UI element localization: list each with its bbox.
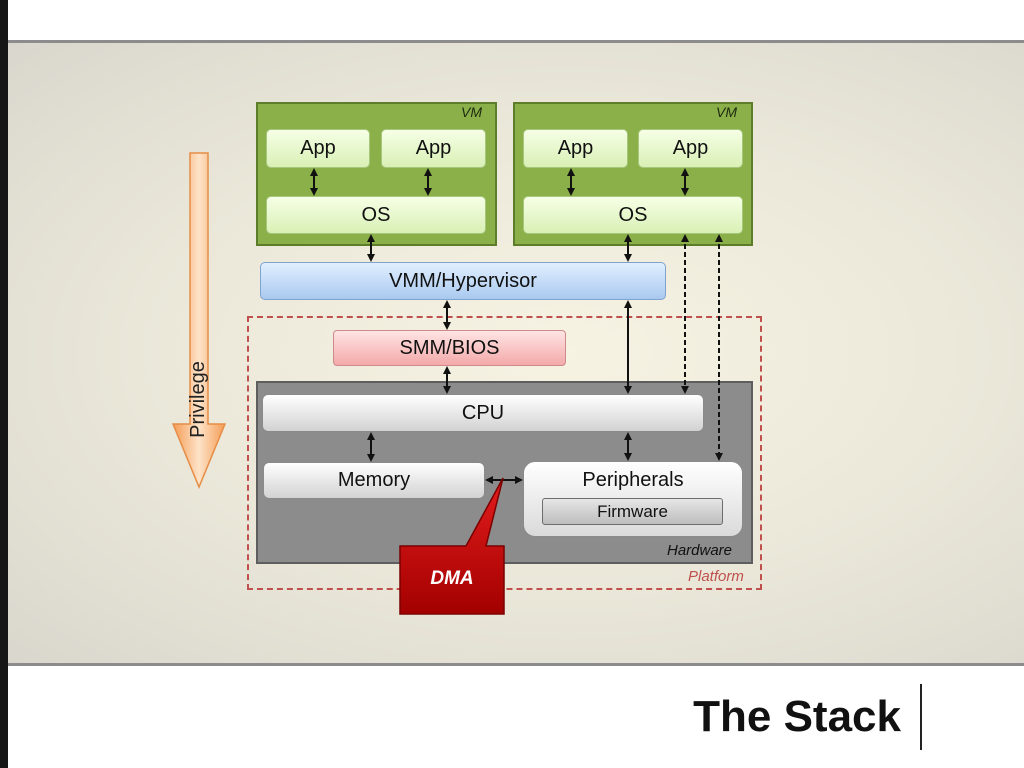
vm-left-app-1: App — [266, 129, 370, 168]
vm-right-label: VM — [716, 104, 737, 120]
memory-box: Memory — [263, 462, 485, 499]
vm-right-os: OS — [523, 196, 743, 234]
dma-callout — [399, 477, 505, 615]
dma-label: DMA — [430, 568, 474, 589]
peripherals-label: Peripherals — [582, 469, 684, 491]
title-divider — [920, 684, 922, 750]
vm-left-os: OS — [266, 196, 486, 234]
vm-left-label: VM — [461, 104, 482, 120]
vm-right-app-1: App — [523, 129, 628, 168]
top-band — [8, 0, 1024, 40]
hardware-label: Hardware — [667, 542, 733, 559]
slide-title: The Stack — [693, 692, 901, 741]
left-edge-strip — [0, 0, 8, 768]
bottom-band — [8, 666, 1024, 768]
firmware-box: Firmware — [542, 498, 723, 525]
platform-label: Platform — [688, 568, 744, 585]
vm-right-app-2: App — [638, 129, 743, 168]
vmm-hypervisor-box: VMM/Hypervisor — [260, 262, 666, 300]
privilege-arrow — [171, 152, 227, 489]
smm-bios-box: SMM/BIOS — [333, 330, 566, 366]
vm-left-app-2: App — [381, 129, 486, 168]
cpu-box: CPU — [262, 394, 704, 432]
